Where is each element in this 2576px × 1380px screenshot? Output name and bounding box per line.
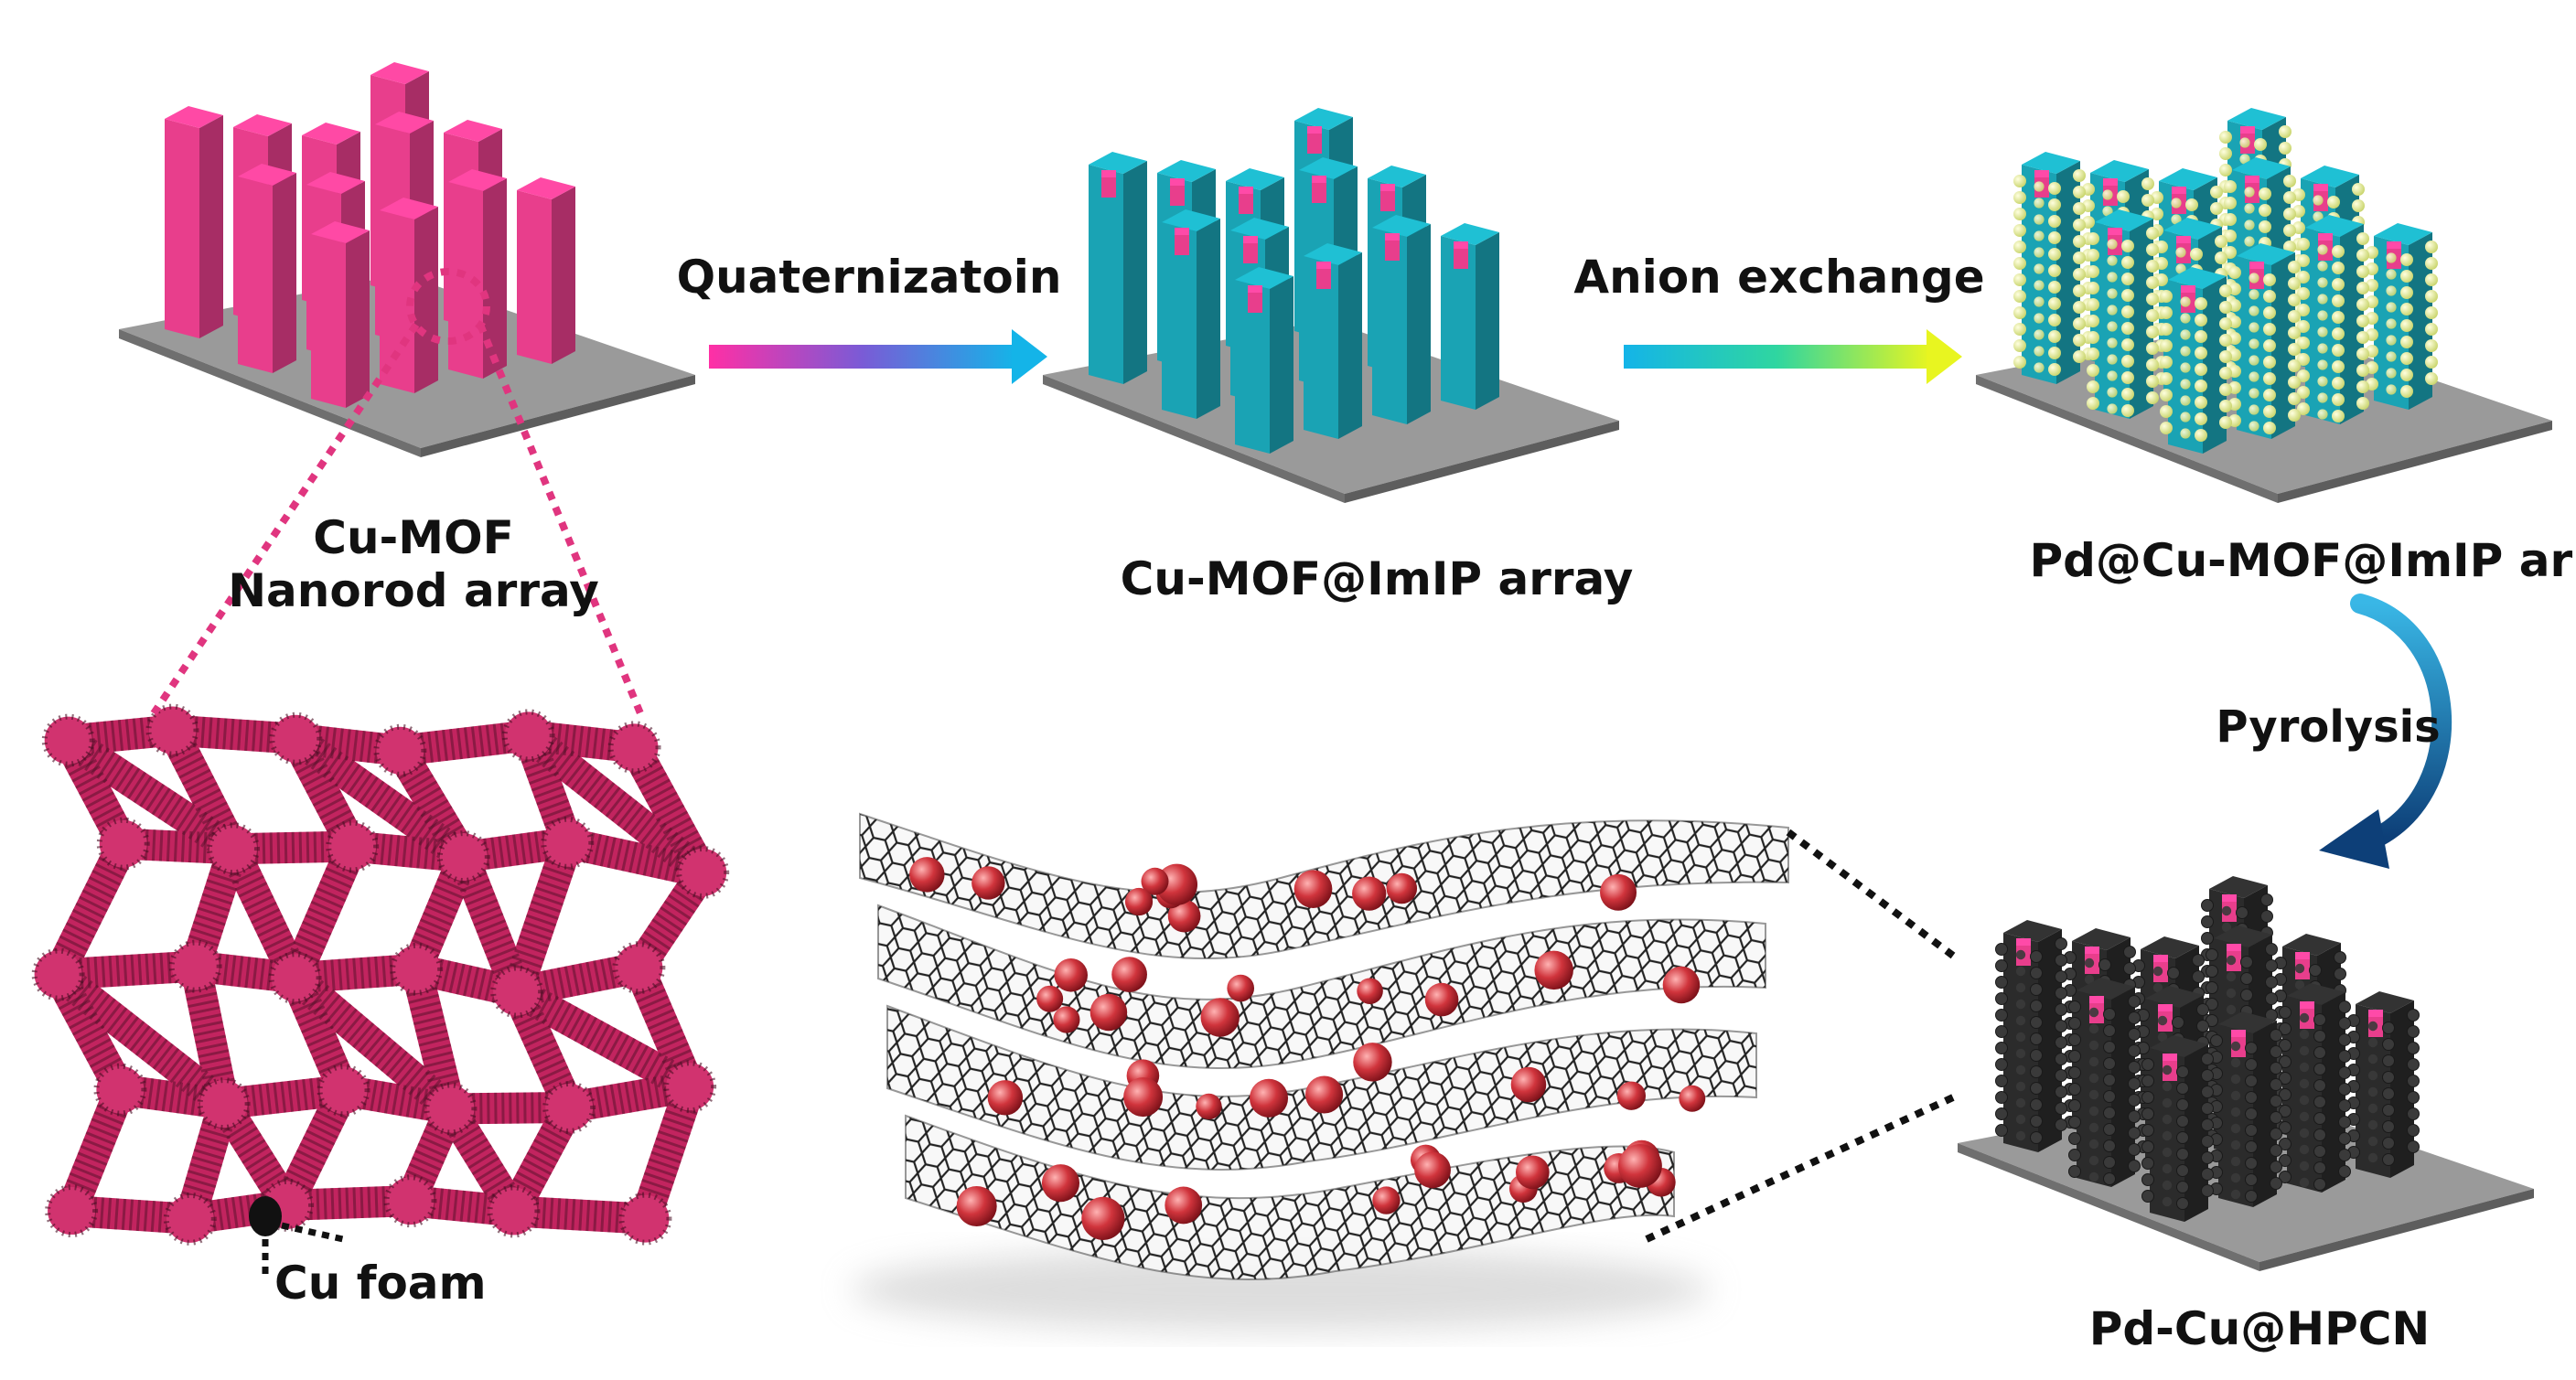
- pd-cu-particle: [1196, 1093, 1222, 1120]
- nanorod: [517, 177, 575, 364]
- anion-exchange-arrow: [1624, 329, 1962, 384]
- pd-cu-particle: [1424, 982, 1459, 1017]
- pd-cu-particle: [1081, 1196, 1125, 1240]
- pyrolysis-arrow: [2319, 594, 2453, 869]
- nanorod: [165, 106, 223, 338]
- pd-cu-particle: [1227, 974, 1255, 1002]
- nanorod: [1441, 223, 1499, 410]
- pd-cu-particle: [1036, 985, 1064, 1012]
- nanorod: [380, 198, 438, 393]
- cu-mof-label-line2: Nanorod array: [228, 563, 599, 617]
- nanorod: [1162, 209, 1220, 419]
- cu-mof-nanorod-array: [119, 62, 695, 457]
- nanorod: [311, 221, 370, 408]
- anion-exchange-label: Anion exchange: [1573, 251, 1985, 304]
- quaternization-arrow: [709, 329, 1047, 384]
- nanorod: [2366, 223, 2438, 410]
- pd-cu-particle: [1089, 993, 1128, 1032]
- nanorod: [1995, 920, 2067, 1152]
- nanorod: [2228, 243, 2301, 439]
- pd-cu-particle: [1352, 876, 1387, 911]
- pd-cu-particle: [1618, 1143, 1662, 1188]
- nanorod: [2279, 983, 2351, 1193]
- nanorod: [238, 164, 296, 373]
- graphene-layers-with-pd-particles: [851, 812, 1789, 1331]
- pd-cu-particle: [1600, 873, 1637, 911]
- pd-cu-particle: [1167, 899, 1201, 933]
- pd-cu-particle: [956, 1185, 997, 1227]
- pd-cu-particle: [1534, 950, 1573, 990]
- pd-cu-particle: [1293, 870, 1333, 909]
- cu-foam-network: [31, 703, 730, 1246]
- zoom-lines-pink: [150, 268, 644, 716]
- pd-cu-hpcn-label: Pd-Cu@HPCN: [2088, 1302, 2431, 1355]
- pd-cu-particle: [1053, 1006, 1080, 1033]
- nanorod: [1235, 267, 1293, 454]
- pd-cu-particle: [1249, 1078, 1289, 1118]
- pd-cu-particle: [1123, 1077, 1164, 1118]
- nanorod: [2297, 215, 2369, 424]
- cu-mof-imip-array: [1043, 108, 1619, 503]
- pd-cu-particle: [1372, 1186, 1401, 1214]
- pd-cu-particle: [1616, 1081, 1647, 1110]
- pd-cu-particle: [1200, 998, 1240, 1037]
- pd-cu-particle: [1662, 966, 1701, 1004]
- quaternization-label: Quaternizatoin: [676, 251, 1062, 304]
- nanorod: [2068, 978, 2141, 1187]
- nanorod: [2160, 267, 2232, 454]
- pd-cu-particle: [1679, 1085, 1706, 1112]
- nanorod: [2013, 152, 2086, 384]
- cu-mof-label-line1: Cu-MOF: [313, 511, 514, 564]
- pd-cu-particle: [909, 857, 945, 893]
- cu-mof-label: Cu-MOF Nanorod array: [228, 511, 599, 617]
- pd-cu-particle: [1353, 1043, 1392, 1082]
- nanorod: [2347, 991, 2420, 1178]
- nanorod: [2141, 1035, 2214, 1222]
- pd-cu-particle: [1414, 1151, 1451, 1189]
- nanorod: [1304, 243, 1362, 439]
- pd-cu-particle: [987, 1080, 1024, 1116]
- pd-cu-particle: [1111, 957, 1147, 992]
- nanorod: [1089, 152, 1147, 384]
- pyrolysis-label: Pyrolysis: [2216, 701, 2441, 753]
- pd-cu-particle: [971, 866, 1005, 900]
- pd-cu-particle: [1141, 867, 1169, 895]
- pd-cu-particle: [1041, 1164, 1080, 1203]
- nanorod: [1372, 215, 1431, 424]
- pd-cu-particle: [1305, 1075, 1344, 1114]
- pd-cu-particle: [1386, 872, 1418, 904]
- pd-cu-particle: [1165, 1186, 1203, 1225]
- nanorod: [2087, 209, 2159, 419]
- cu-foam-pointer: [249, 1196, 344, 1276]
- pd-cu-particle: [1357, 978, 1383, 1004]
- pd-cu-particle: [1510, 1066, 1547, 1103]
- zoom-lines-dark: [1645, 829, 1956, 1243]
- pd-cu-particle: [1515, 1155, 1550, 1190]
- cu-foam-label: Cu foam: [274, 1257, 487, 1310]
- nanorod: [448, 169, 507, 379]
- pd-array-label: Pd@Cu-MOF@ImIP array: [2029, 534, 2576, 587]
- nanorod: [2210, 1011, 2282, 1207]
- pd-cu-mof-imip-array: [1976, 108, 2552, 503]
- pd-cu-particle: [1054, 958, 1089, 992]
- pd-cu-particle: [1124, 887, 1154, 916]
- pd-cu-hpcn-array: [1958, 876, 2534, 1271]
- imip-array-label: Cu-MOF@ImIP array: [1120, 552, 1634, 605]
